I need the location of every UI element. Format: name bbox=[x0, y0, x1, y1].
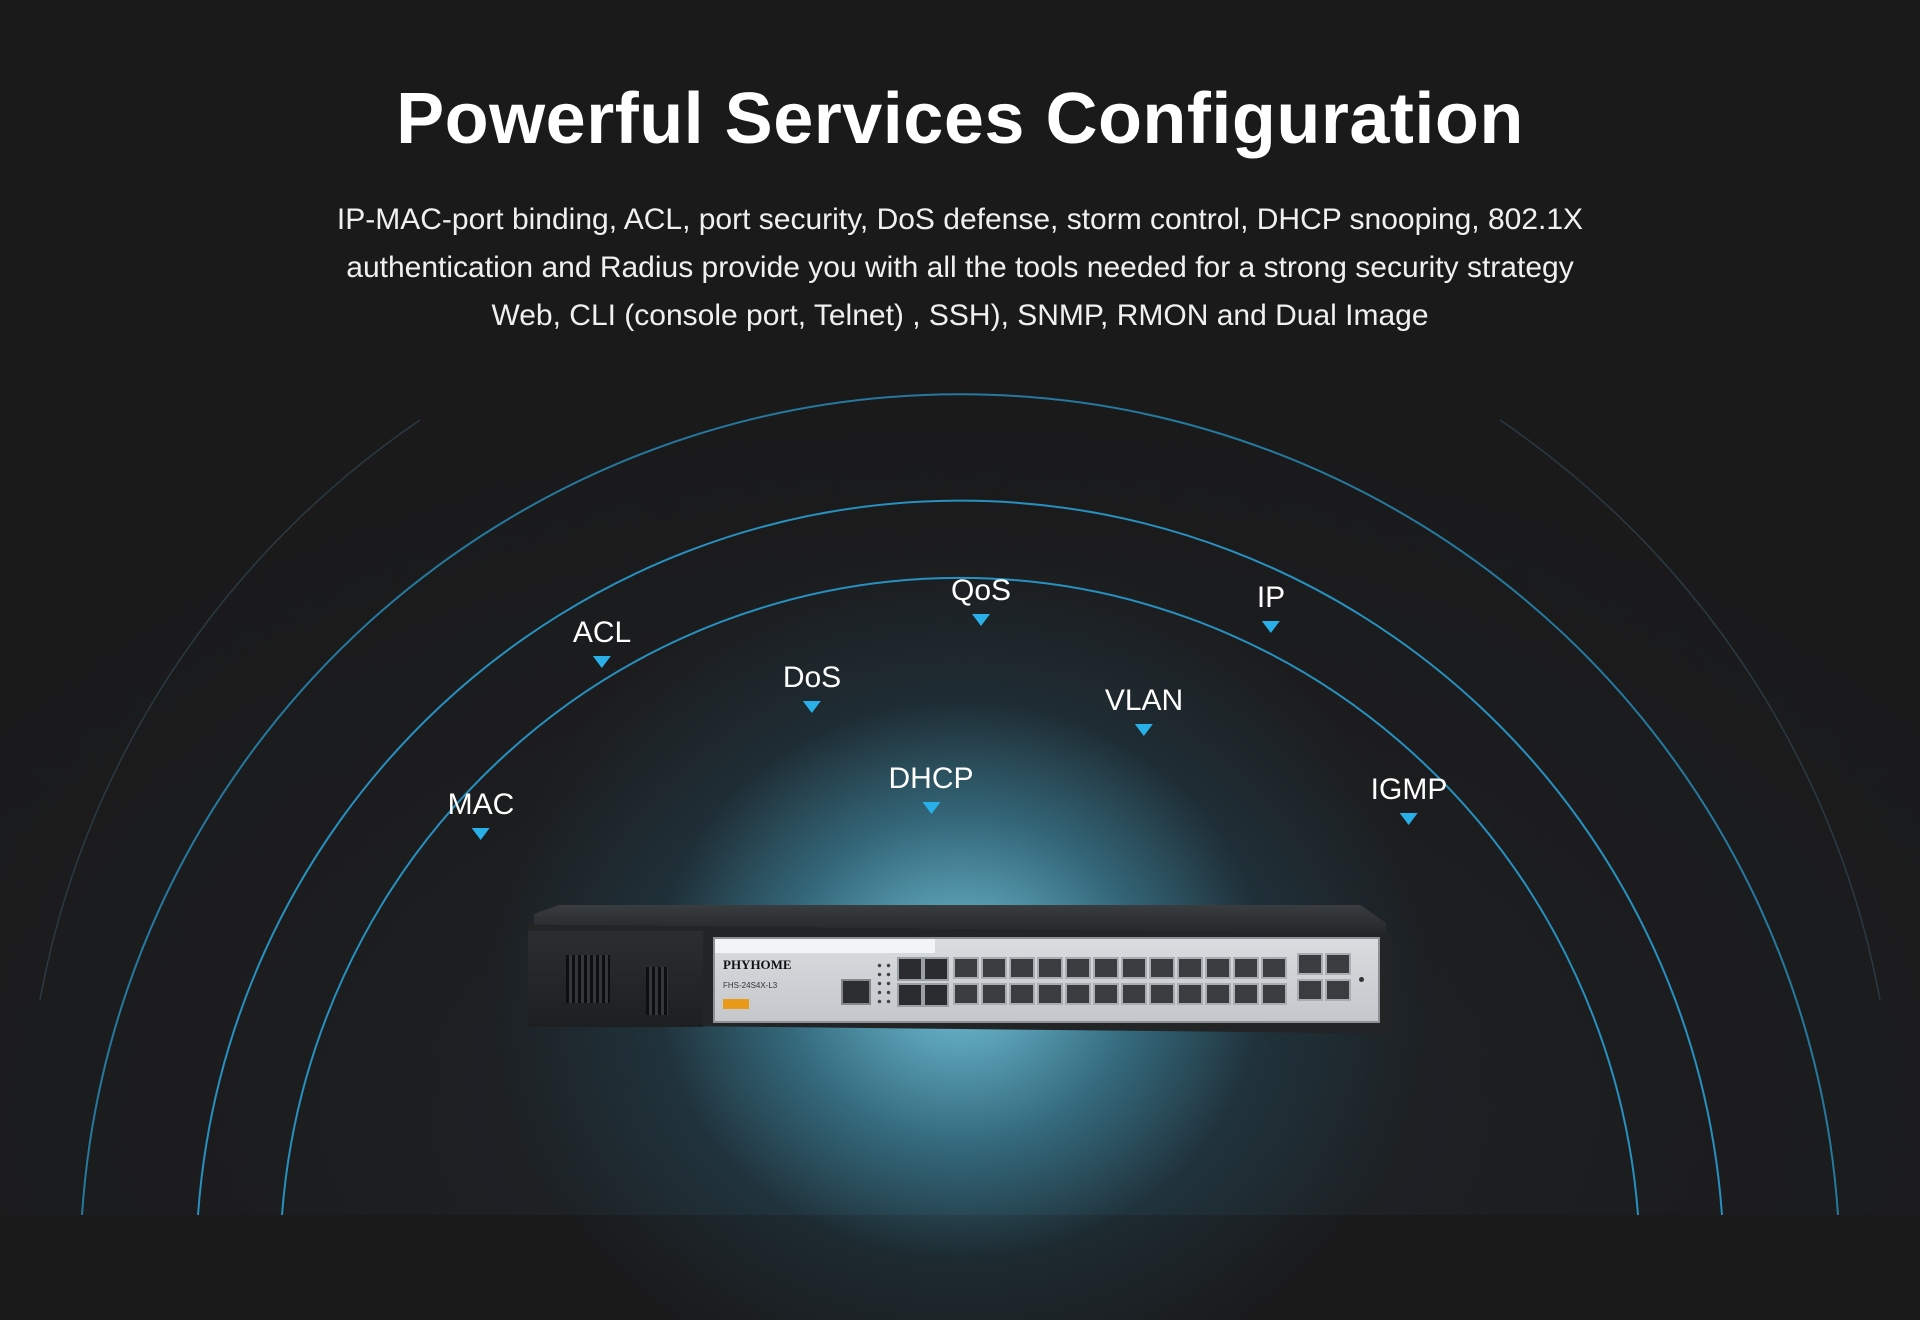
status-leds bbox=[875, 961, 893, 1005]
sfp-port bbox=[1093, 983, 1119, 1005]
sfp-port bbox=[981, 983, 1007, 1005]
rj45-port bbox=[897, 983, 923, 1007]
pointer-triangle-icon bbox=[972, 614, 990, 626]
feature-label: DHCP bbox=[888, 762, 974, 795]
sfp-port bbox=[1261, 983, 1287, 1005]
vent-grille bbox=[566, 955, 610, 1003]
sfp-port bbox=[1121, 983, 1147, 1005]
sfp-port bbox=[1205, 957, 1231, 979]
feature-label: IGMP bbox=[1370, 773, 1448, 806]
sfp-port bbox=[1177, 957, 1203, 979]
sfp-port bbox=[1149, 957, 1175, 979]
feature-tag-acl: ACL bbox=[573, 616, 631, 668]
feature-tag-igmp: IGMP bbox=[1370, 773, 1448, 825]
feature-tag-dos: DoS bbox=[783, 661, 841, 713]
pointer-triangle-icon bbox=[592, 656, 611, 668]
sfp-port bbox=[1149, 983, 1175, 1005]
pointer-triangle-icon bbox=[921, 802, 940, 814]
feature-tag-qos: QoS bbox=[951, 574, 1011, 626]
rj45-port bbox=[897, 957, 923, 981]
sfp-port bbox=[1233, 983, 1259, 1005]
sfp-plus-port bbox=[1297, 953, 1323, 975]
sfp-port bbox=[1065, 957, 1091, 979]
sfp-port bbox=[1261, 957, 1287, 979]
console-port bbox=[841, 979, 871, 1005]
faceplate-label-strip bbox=[715, 939, 935, 953]
sfp-port bbox=[981, 957, 1007, 979]
sfp-port bbox=[1093, 957, 1119, 979]
sfp-port bbox=[1037, 957, 1063, 979]
page-title: Powerful Services Configuration bbox=[396, 79, 1524, 159]
pointer-triangle-icon bbox=[1135, 724, 1153, 736]
feature-label: ACL bbox=[572, 616, 632, 649]
feature-label: MAC bbox=[447, 788, 515, 821]
feature-label: DoS bbox=[782, 661, 842, 694]
sfp-port bbox=[953, 957, 979, 979]
pointer-triangle-icon bbox=[471, 828, 490, 840]
background-glow bbox=[410, 420, 1510, 1320]
feature-tag-dhcp: DHCP bbox=[888, 762, 974, 814]
sfp-port bbox=[1065, 983, 1091, 1005]
vent-grille bbox=[646, 967, 668, 1015]
feature-label: IP bbox=[1256, 581, 1286, 614]
sfp-port bbox=[1177, 983, 1203, 1005]
feature-tag-vlan: VLAN bbox=[1105, 684, 1183, 736]
warning-sticker bbox=[723, 999, 749, 1009]
sfp-port bbox=[953, 983, 979, 1005]
rj45-port bbox=[923, 983, 949, 1007]
switch-side-panel bbox=[528, 931, 703, 1027]
description: IP-MAC-port binding, ACL, port security,… bbox=[260, 196, 1660, 340]
sfp-plus-port bbox=[1325, 979, 1351, 1001]
sfp-port bbox=[1009, 957, 1035, 979]
sfp-port bbox=[1121, 957, 1147, 979]
description-line-1: IP-MAC-port binding, ACL, port security,… bbox=[336, 203, 1584, 236]
feature-tag-ip: IP bbox=[1257, 581, 1285, 633]
feature-label: VLAN bbox=[1104, 684, 1184, 717]
reset-button-dot bbox=[1359, 977, 1364, 982]
feature-tag-mac: MAC bbox=[447, 788, 515, 840]
sfp-plus-port bbox=[1325, 953, 1351, 975]
switch-faceplate: PHYHOME FHS-24S4X-L3 bbox=[713, 937, 1380, 1023]
sfp-plus-port bbox=[1297, 979, 1323, 1001]
network-switch-image: PHYHOME FHS-24S4X-L3 bbox=[528, 905, 1392, 1055]
pointer-triangle-icon bbox=[1399, 813, 1418, 825]
sfp-port bbox=[1233, 957, 1259, 979]
sfp-port bbox=[1037, 983, 1063, 1005]
sfp-port bbox=[1009, 983, 1035, 1005]
description-line-2: authentication and Radius provide you wi… bbox=[346, 251, 1574, 284]
rj45-port bbox=[923, 957, 949, 981]
brand-logo: PHYHOME bbox=[723, 957, 792, 972]
description-line-3: Web, CLI (console port, Telnet) , SSH), … bbox=[491, 299, 1429, 332]
pointer-triangle-icon bbox=[1261, 621, 1280, 633]
pointer-triangle-icon bbox=[802, 701, 821, 713]
feature-label: QoS bbox=[950, 574, 1012, 607]
sfp-port bbox=[1205, 983, 1231, 1005]
model-number: FHS-24S4X-L3 bbox=[723, 981, 778, 990]
